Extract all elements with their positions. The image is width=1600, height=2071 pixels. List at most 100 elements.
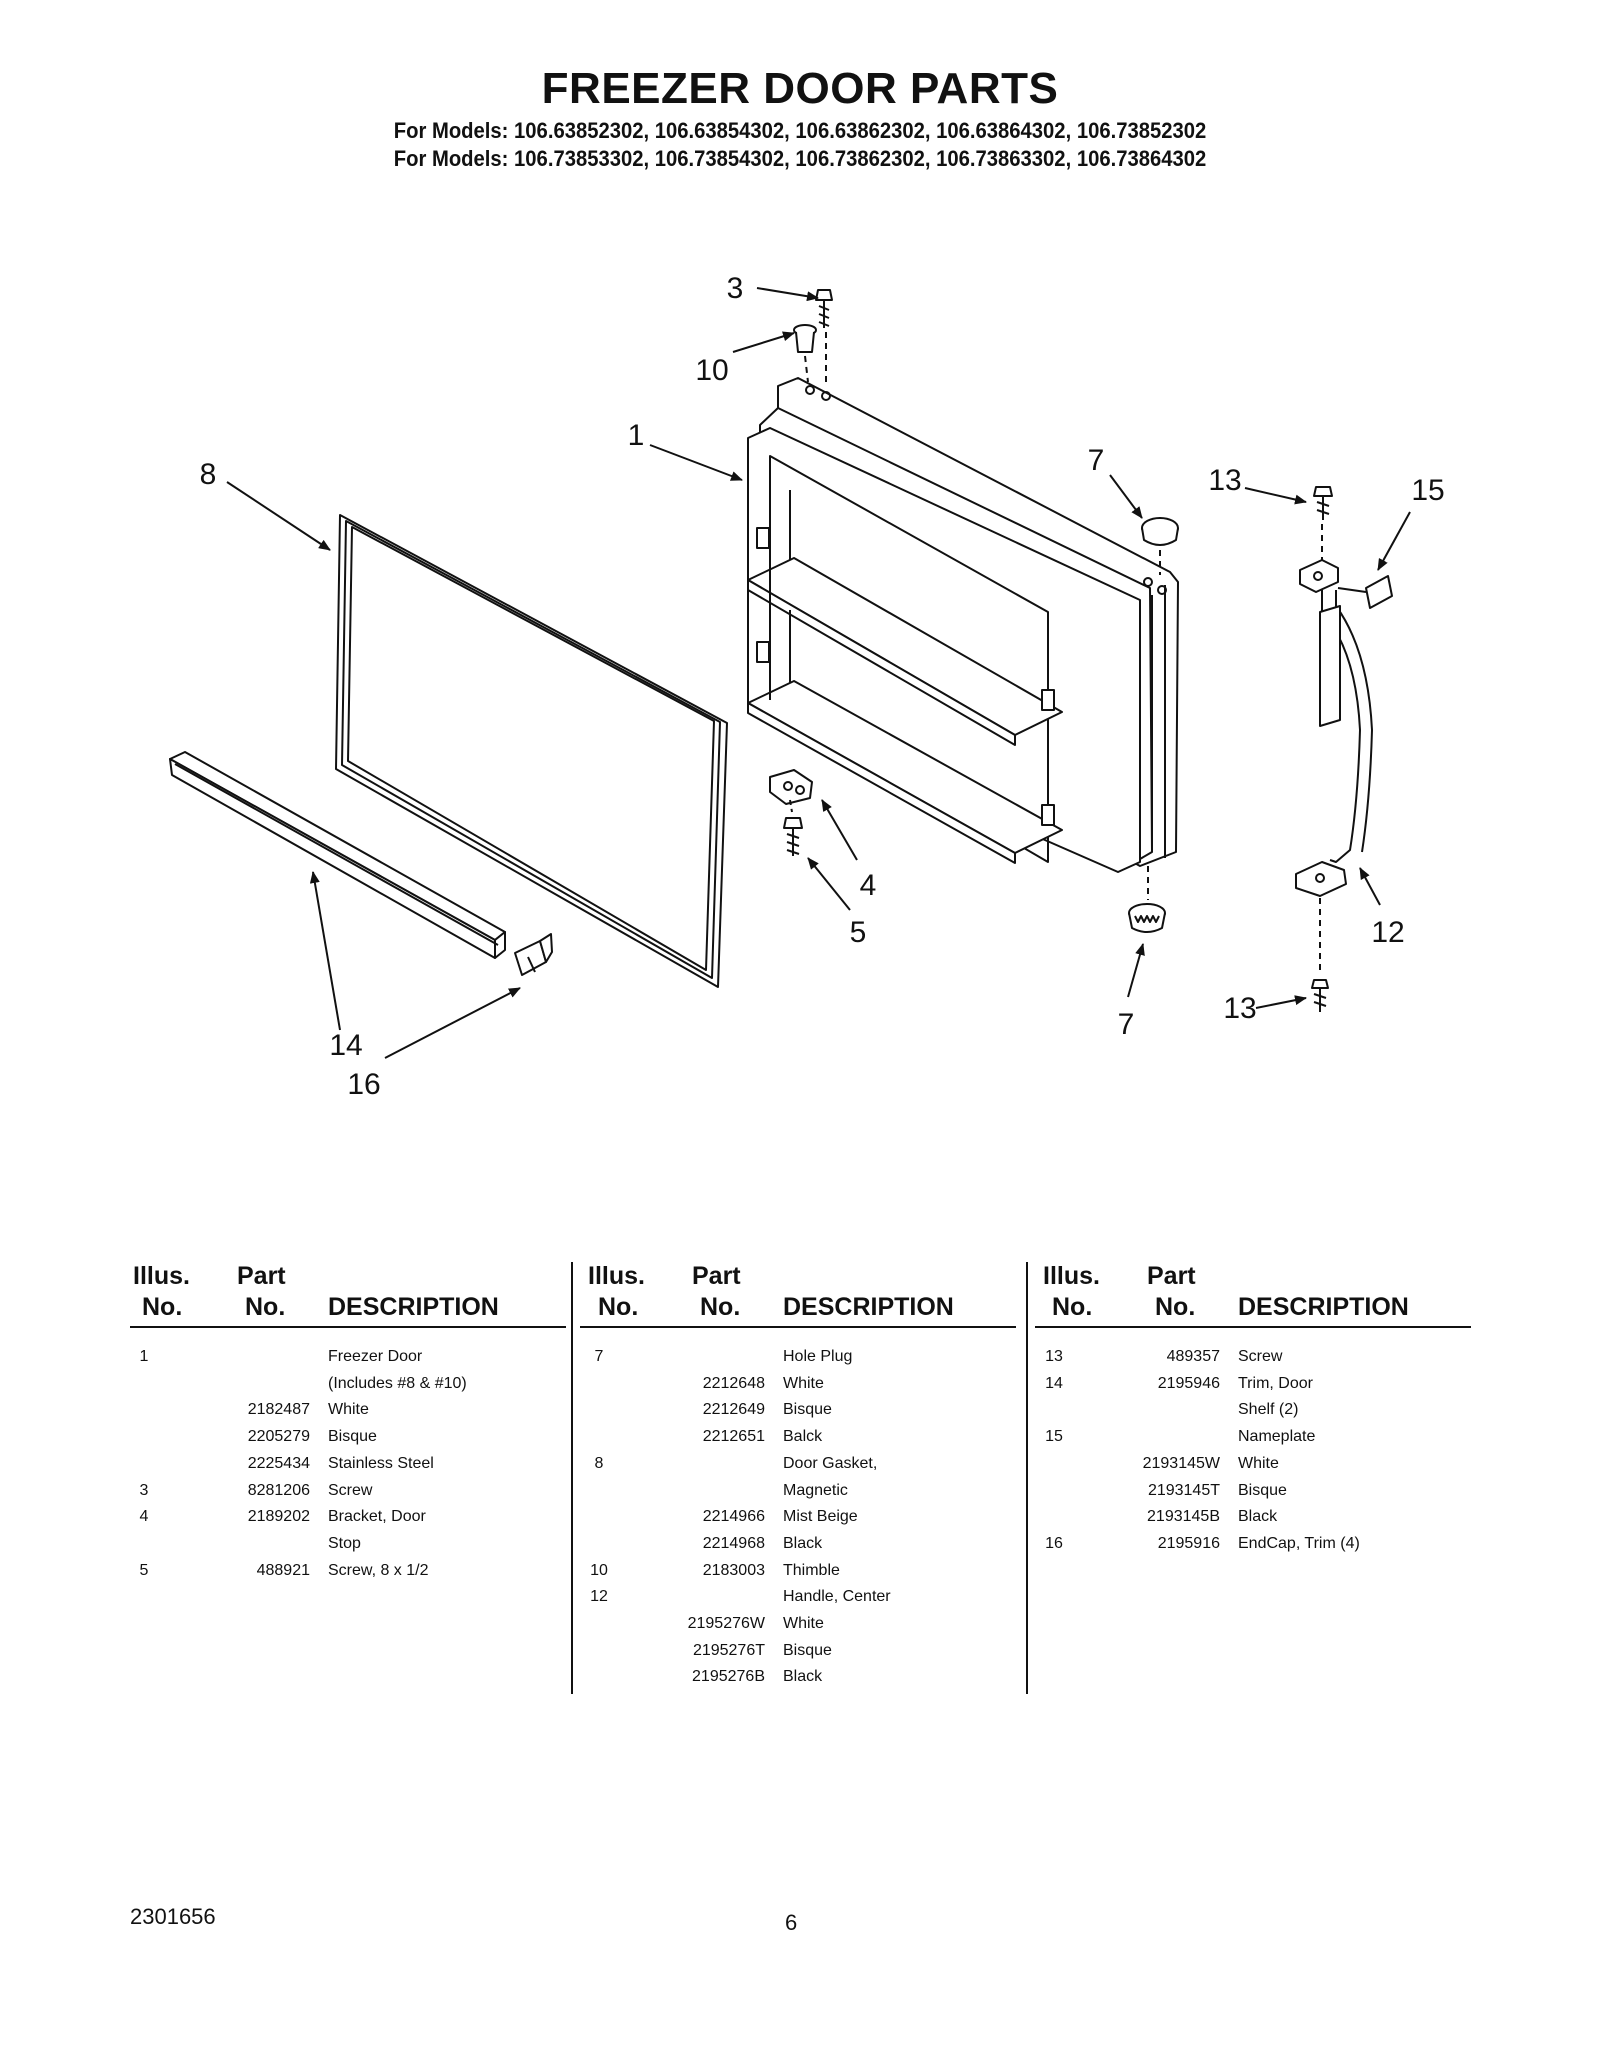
part-description: Mist Beige — [783, 1508, 858, 1526]
part-number: 2212651 — [702, 1428, 765, 1446]
models-line-1: For Models: 106.63852302, 106.63854302, … — [393, 118, 1207, 143]
column-divider — [1026, 1262, 1028, 1694]
illus-number: 14 — [1045, 1374, 1063, 1392]
hdr-description: DESCRIPTION — [1238, 1293, 1409, 1321]
part-number: 2182487 — [247, 1401, 310, 1419]
page-title: FREEZER DOOR PARTS — [541, 64, 1059, 113]
callout-4: 4 — [860, 869, 877, 902]
callout-14: 14 — [329, 1029, 362, 1062]
column-divider — [571, 1262, 573, 1694]
page-number: 6 — [785, 1910, 798, 1935]
hdr-illus-2: No. — [1052, 1293, 1093, 1321]
callout-5: 5 — [850, 916, 867, 949]
illus-number: 1 — [139, 1348, 149, 1365]
illus-number: 4 — [139, 1508, 149, 1526]
hdr-part-2: No. — [245, 1293, 286, 1321]
hdr-part-1: Part — [1147, 1262, 1196, 1290]
part-number: 2193145B — [1147, 1508, 1220, 1526]
models-line-2: For Models: 106.73853302, 106.73854302, … — [393, 146, 1207, 171]
part-description: White — [783, 1615, 824, 1632]
part-description: White — [1238, 1454, 1279, 1472]
part-description: Black — [1238, 1508, 1278, 1526]
part-number: 2205279 — [247, 1428, 310, 1446]
hole-plug-top — [1141, 517, 1179, 575]
part-description: Handle, Center — [783, 1588, 891, 1606]
part-number: 2195276W — [687, 1615, 765, 1632]
leader-lines — [226, 287, 1411, 1059]
illus-number: 7 — [594, 1348, 604, 1365]
callout-7-bottom: 7 — [1118, 1008, 1135, 1041]
callout-labels: 3 10 1 8 7 13 15 4 5 12 7 13 14 16 — [200, 272, 1445, 1101]
screw-3 — [815, 289, 833, 382]
part-description: Bisque — [783, 1641, 832, 1659]
part-description: Bisque — [783, 1401, 832, 1419]
part-number: 8281206 — [247, 1481, 310, 1499]
part-description: Screw — [328, 1481, 373, 1499]
screw-5 — [783, 817, 803, 856]
part-description: Black — [783, 1534, 823, 1552]
door-stop-bracket — [769, 769, 813, 813]
illus-number: 15 — [1045, 1428, 1063, 1446]
part-description: Bisque — [1238, 1481, 1287, 1499]
callout-7-top: 7 — [1088, 444, 1105, 477]
part-description: White — [783, 1374, 824, 1392]
hdr-part-1: Part — [692, 1262, 741, 1290]
part-description: Balck — [783, 1428, 823, 1446]
end-cap — [514, 933, 553, 976]
hdr-part-2: No. — [700, 1293, 741, 1321]
part-description: (Includes #8 & #10) — [328, 1374, 467, 1392]
freezer-door — [747, 377, 1179, 873]
part-description: Black — [783, 1668, 823, 1686]
part-description: Freezer Door — [328, 1348, 423, 1365]
illus-number: 8 — [594, 1454, 604, 1472]
part-number: 2214966 — [702, 1508, 765, 1526]
part-description: White — [328, 1401, 369, 1419]
illus-number: 10 — [590, 1561, 608, 1579]
part-number: 2195276T — [692, 1641, 765, 1659]
part-number: 2193145W — [1142, 1454, 1220, 1472]
hdr-description: DESCRIPTION — [328, 1293, 499, 1321]
callout-8: 8 — [200, 458, 217, 491]
hole-plug-bottom — [1128, 866, 1166, 933]
part-number: 2189202 — [247, 1508, 310, 1526]
part-description: Magnetic — [783, 1481, 848, 1499]
part-description: Stop — [328, 1534, 361, 1552]
illus-number: 3 — [139, 1481, 149, 1499]
header-rule — [580, 1326, 1016, 1328]
hdr-illus-2: No. — [598, 1293, 639, 1321]
part-description: Thimble — [783, 1561, 840, 1579]
thimble-10 — [793, 324, 817, 383]
hdr-part-1: Part — [237, 1262, 286, 1290]
part-number: 2195276B — [692, 1668, 765, 1686]
screw-13-top — [1313, 486, 1333, 560]
door-shelf-trim — [169, 751, 506, 959]
screw-13-bottom — [1311, 898, 1329, 1012]
part-number: 2214968 — [702, 1534, 765, 1552]
callout-3: 3 — [727, 272, 744, 305]
part-number: 2225434 — [247, 1454, 310, 1472]
header-rule — [130, 1326, 566, 1328]
hdr-illus-1: Illus. — [588, 1262, 645, 1290]
part-description: EndCap, Trim (4) — [1238, 1534, 1360, 1552]
hdr-description: DESCRIPTION — [783, 1293, 954, 1321]
part-description: Stainless Steel — [328, 1454, 434, 1472]
hdr-illus-1: Illus. — [133, 1262, 190, 1290]
hdr-illus-1: Illus. — [1043, 1262, 1100, 1290]
callout-12: 12 — [1371, 916, 1404, 949]
callout-15: 15 — [1411, 474, 1444, 507]
illus-number: 5 — [139, 1561, 149, 1579]
hdr-illus-2: No. — [142, 1293, 183, 1321]
part-description: Bisque — [328, 1428, 377, 1446]
part-number: 2212649 — [702, 1401, 765, 1419]
part-number: 489357 — [1166, 1348, 1220, 1365]
part-description: Shelf (2) — [1238, 1401, 1299, 1419]
part-number: 2183003 — [702, 1561, 765, 1579]
part-number: 2212648 — [702, 1374, 765, 1392]
part-description: Hole Plug — [783, 1348, 853, 1365]
callout-1: 1 — [628, 419, 645, 452]
callout-13-top: 13 — [1208, 464, 1241, 497]
part-description: Screw, 8 x 1/2 — [328, 1561, 429, 1579]
part-number: 2195916 — [1157, 1534, 1220, 1552]
illus-number: 12 — [590, 1588, 608, 1606]
callout-10: 10 — [695, 354, 728, 387]
